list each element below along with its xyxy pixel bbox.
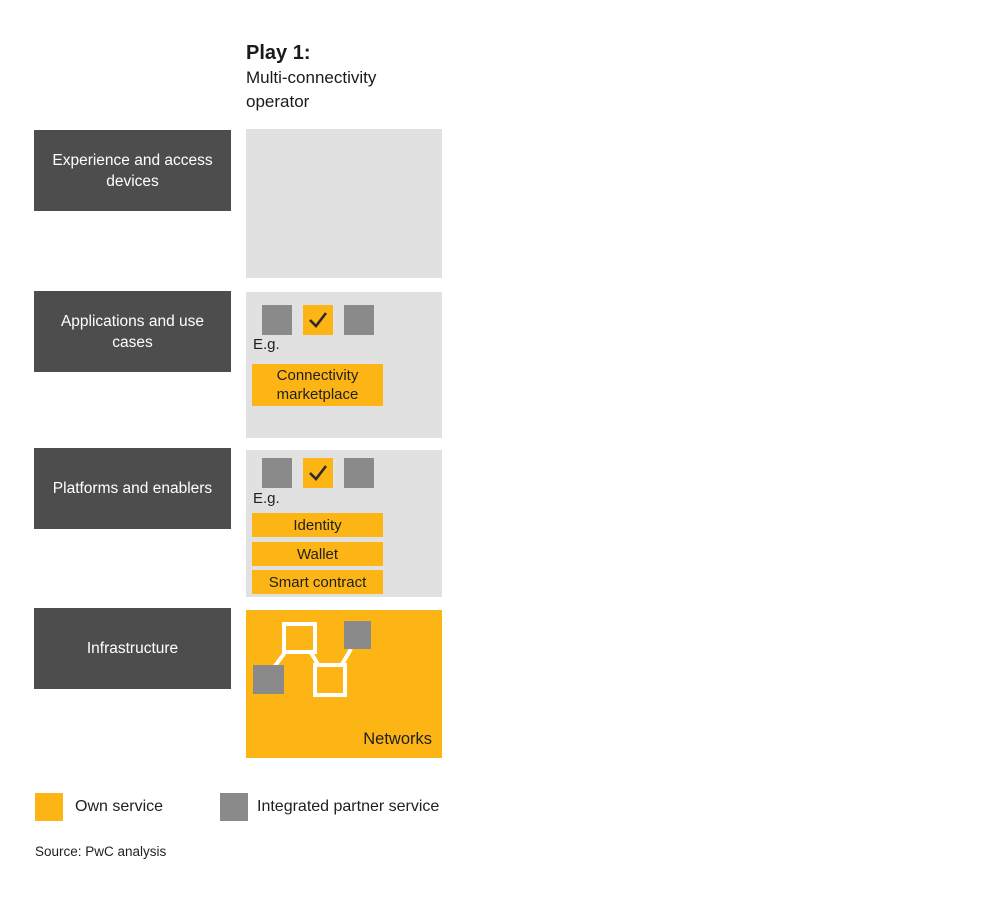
networks-caption: Networks (363, 730, 432, 748)
panel-applications-use-cases: E.g. Connectivity marketplace (246, 292, 442, 438)
layer-label-platforms-enablers: Platforms and enablers (34, 448, 231, 529)
figure-title: Play 1: Multi-connectivity operator (246, 40, 446, 114)
panel-experience-access-devices (246, 129, 442, 278)
layer-label-experience-access-devices: Experience and access devices (34, 130, 231, 211)
layer-label-applications-use-cases: Applications and use cases (34, 291, 231, 372)
play-subtitle-line1: Multi-connectivity (246, 68, 377, 87)
legend-partner-service-label: Integrated partner service (257, 798, 440, 815)
checkmark-icon (309, 312, 328, 328)
service-indicator-row (262, 458, 374, 488)
own-service-square (303, 458, 333, 488)
item-wallet: Wallet (252, 542, 383, 566)
partner-service-square (344, 458, 374, 488)
partner-service-square (262, 458, 292, 488)
network-icon (253, 621, 371, 697)
eg-label: E.g. (253, 490, 280, 507)
item-smart-contract: Smart contract (252, 570, 383, 594)
item-connectivity-marketplace: Connectivity marketplace (252, 364, 383, 406)
own-service-swatch-icon (35, 793, 63, 821)
partner-service-square (344, 305, 374, 335)
partner-service-swatch-icon (220, 793, 248, 821)
legend-own-service-label: Own service (75, 798, 164, 815)
own-service-square (303, 305, 333, 335)
layer-label-infrastructure: Infrastructure (34, 608, 231, 689)
service-indicator-row (262, 305, 374, 335)
item-identity: Identity (252, 513, 383, 537)
checkmark-icon (309, 465, 328, 481)
play-subtitle-line2: operator (246, 92, 310, 111)
partner-service-square (262, 305, 292, 335)
panel-infrastructure: Networks (246, 610, 442, 758)
play-title: Play 1: (246, 42, 311, 64)
source-note: Source: PwC analysis (35, 844, 167, 859)
eg-label: E.g. (253, 336, 280, 353)
panel-platforms-enablers: E.g. Identity Wallet Smart contract (246, 450, 442, 597)
